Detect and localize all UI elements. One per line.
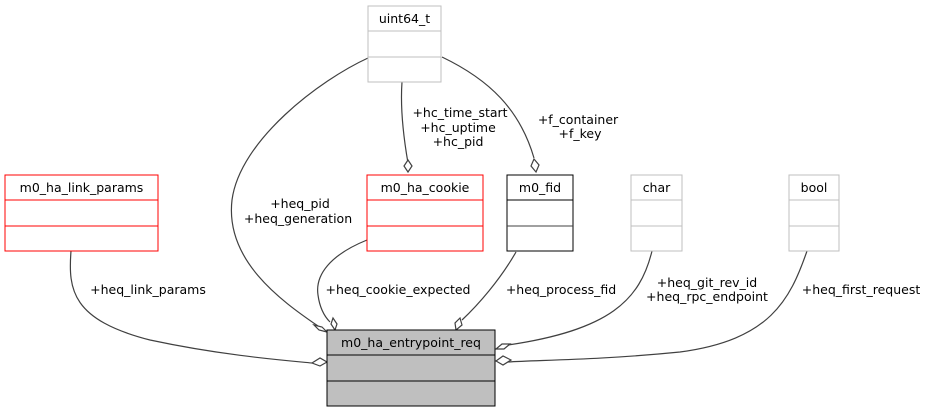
diamond-icon [454, 316, 463, 332]
edge-label: +heq_git_rev_id [657, 275, 757, 290]
edge-label: +heq_process_fid [506, 282, 616, 297]
edge-fid-to-main [461, 251, 517, 321]
edge-uint64-to-fid [441, 56, 535, 159]
edge-label: +f_container [538, 112, 619, 127]
class-name: m0_ha_cookie [381, 180, 470, 195]
class-name: m0_ha_link_params [20, 180, 144, 195]
aggregation-markers [310, 157, 540, 367]
diamond-icon [530, 157, 540, 174]
edge-label: +hc_uptime [420, 120, 496, 135]
class-box-link-params[interactable]: m0_ha_link_params [4, 174, 159, 252]
edge-label: +heq_first_request [802, 282, 921, 297]
diamond-icon [494, 355, 513, 366]
class-box-fid[interactable]: m0_fid [506, 174, 574, 252]
edge-label: +heq_generation [244, 211, 352, 226]
diamond-icon [494, 343, 512, 350]
class-name: m0_fid [519, 180, 561, 195]
diamond-icon [403, 158, 413, 174]
edge-char-to-main [507, 250, 653, 346]
edge-labels: +hc_time_start +hc_uptime +hc_pid +f_con… [90, 105, 920, 304]
edge-label: +heq_cookie_expected [326, 282, 471, 297]
class-box-bool[interactable]: bool [788, 174, 840, 252]
edge-label: +hc_pid [433, 134, 484, 149]
edge-uint64-to-main [230, 57, 369, 327]
class-name: char [643, 180, 671, 195]
edges [69, 56, 808, 364]
diamond-icon [330, 316, 338, 332]
main-class-name: m0_ha_entrypoint_req [341, 335, 481, 350]
class-name: uint64_t [379, 11, 430, 26]
edge-label: +heq_link_params [90, 282, 206, 297]
diamond-icon [310, 357, 329, 367]
edge-uint64-to-cookie [400, 81, 409, 164]
class-box-cookie[interactable]: m0_ha_cookie [366, 174, 484, 252]
diamond-icon [312, 323, 329, 334]
class-name: bool [801, 180, 828, 195]
edge-link-params-to-main [69, 250, 313, 364]
class-box-char[interactable]: char [630, 174, 683, 252]
edge-label: +f_key [558, 126, 602, 141]
edge-cookie-to-main [317, 239, 368, 323]
edge-label: +hc_time_start [412, 105, 507, 120]
class-box-main[interactable]: m0_ha_entrypoint_req [326, 329, 496, 407]
edge-label: +heq_rpc_endpoint [646, 289, 768, 304]
edge-bool-to-main [507, 250, 808, 363]
class-box-uint64[interactable]: uint64_t [367, 5, 442, 83]
edge-label: +heq_pid [270, 196, 330, 211]
